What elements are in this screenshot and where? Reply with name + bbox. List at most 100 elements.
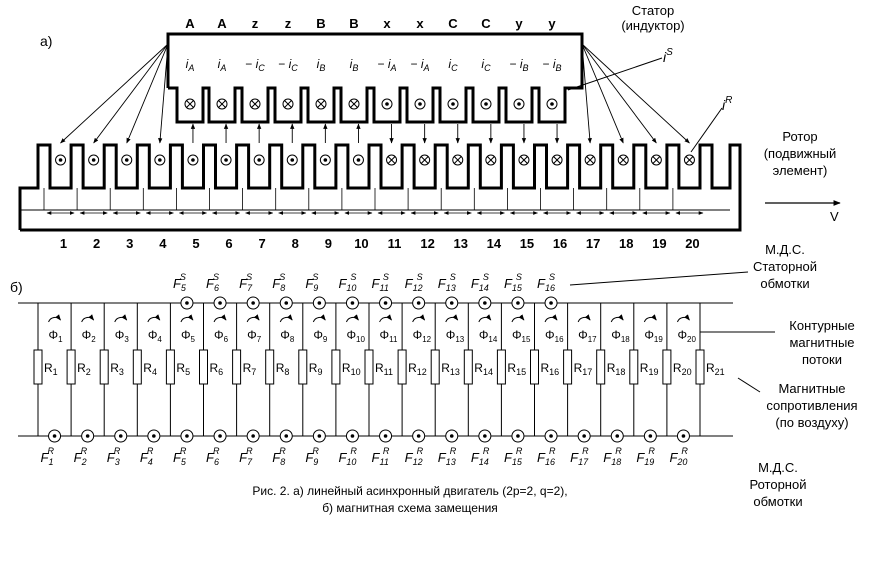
flux-label: Φ12: [413, 328, 432, 344]
rotor-conductor: [187, 154, 199, 166]
flux-label: Φ6: [214, 328, 229, 344]
stator-mmf-source: [412, 296, 426, 310]
rotor-conductor: [55, 154, 67, 166]
flux-direction: [213, 314, 227, 323]
flux-direction: [345, 314, 359, 323]
phase-label: z: [252, 16, 259, 31]
phase-label: x: [416, 16, 424, 31]
tooth-number: 3: [126, 236, 133, 251]
tooth-number: 19: [652, 236, 666, 251]
rotor-mmf-label: F16R: [537, 446, 556, 467]
flux-direction: [81, 314, 95, 323]
fringe-flux-arrow: [158, 43, 169, 144]
stator-conductor: [447, 98, 459, 110]
reluctance: [463, 349, 473, 385]
rotor-conductor: [286, 154, 298, 166]
stator-conductor: [546, 98, 558, 110]
rotor-conductor: [452, 154, 464, 166]
rotor-mmf-label: F12R: [405, 446, 424, 467]
rotor-mmf-label: F14R: [471, 446, 490, 467]
rotor-mmf-source: [577, 429, 591, 443]
rotor-conductor: [419, 154, 431, 166]
stator-current: iA: [186, 57, 195, 73]
flux-label: Φ2: [82, 328, 97, 344]
fringe-flux-arrow: [581, 43, 690, 144]
rotor-mmf-label: F6R: [206, 446, 220, 467]
rotor-conductor: [551, 154, 563, 166]
reluctance-label: R19: [640, 361, 659, 377]
part-b-label: б): [10, 279, 23, 295]
reluctance: [298, 349, 308, 385]
stator-current: − iB: [542, 57, 561, 73]
flux-label: Φ19: [644, 328, 663, 344]
rotor-mmf-label: F13R: [438, 446, 457, 467]
flux-direction: [643, 314, 657, 323]
stator-mmf-source: [345, 296, 359, 310]
stator-mmf-label: F13S: [438, 272, 456, 293]
legend-rotor-mmf-3: обмотки: [753, 494, 802, 509]
flux-direction: [544, 314, 558, 323]
reluctance: [232, 349, 242, 385]
flux-direction: [676, 314, 690, 323]
reluctance: [496, 349, 506, 385]
reluctance-label: R21: [706, 361, 725, 377]
legend-reluctance-pointer: [737, 377, 761, 393]
rotor-mmf-source: [213, 429, 227, 443]
stator-mmf-source: [379, 296, 393, 310]
legend-reluctance-3: (по воздуху): [775, 415, 848, 430]
rotor-conductor: [683, 154, 695, 166]
tooth-number: 20: [685, 236, 699, 251]
flux-label: Φ3: [115, 328, 130, 344]
stator-current: − iC: [245, 57, 265, 73]
reluctance-label: R3: [110, 361, 124, 377]
fringe-flux-arrow: [93, 43, 169, 144]
flux-direction: [147, 314, 161, 323]
flux-label: Φ18: [611, 328, 630, 344]
rotor-mmf-label: F7R: [239, 446, 253, 467]
flux-label: Φ17: [578, 328, 597, 344]
phase-label: C: [448, 16, 458, 31]
legend-reluctance-2: сопротивления: [766, 398, 857, 413]
rotor-mmf-label: F15R: [504, 446, 523, 467]
reluctance: [165, 349, 175, 385]
rotor-conductor: [650, 154, 662, 166]
flux-direction: [511, 314, 525, 323]
stator-mmf-label: F15S: [504, 272, 523, 293]
tooth-number: 15: [520, 236, 534, 251]
flux-direction: [478, 314, 492, 323]
tooth-number: 1: [60, 236, 67, 251]
rotor-mmf-label: F3R: [107, 446, 121, 467]
fringe-flux-arrow: [581, 43, 592, 144]
legend-flux-2: магнитные: [789, 335, 854, 350]
reluctance: [265, 349, 275, 385]
stator-mmf-label: F14S: [471, 272, 489, 293]
rotor-mmf-source: [180, 429, 194, 443]
stator-current: − iA: [377, 57, 396, 73]
legend-rotor-mmf-1: М.Д.С.: [758, 460, 798, 475]
reluctance-label: R6: [210, 361, 224, 377]
rotor-current-pointer: [690, 107, 723, 153]
rotor-mmf-source: [676, 429, 690, 443]
rotor-conductor: [485, 154, 497, 166]
stator-mmf-label: F12S: [405, 272, 423, 293]
reluctance-label: R15: [507, 361, 526, 377]
rotor-mmf-label: F17R: [570, 446, 589, 467]
stator-mmf-label: F7S: [239, 272, 253, 293]
phase-label: C: [481, 16, 491, 31]
reluctance-label: R20: [673, 361, 692, 377]
phase-label: x: [383, 16, 391, 31]
stator-current: − iB: [509, 57, 528, 73]
flux-direction: [180, 314, 194, 323]
rotor-conductor: [319, 154, 331, 166]
reluctance: [629, 349, 639, 385]
reluctance-label: R16: [541, 361, 560, 377]
stator-mmf-label: F8S: [272, 272, 285, 293]
legend-flux-3: потоки: [802, 352, 842, 367]
tooth-number: 7: [259, 236, 266, 251]
reluctance-label: R8: [276, 361, 290, 377]
phase-label: y: [548, 16, 556, 31]
stator-mmf-label: F6S: [206, 272, 219, 293]
